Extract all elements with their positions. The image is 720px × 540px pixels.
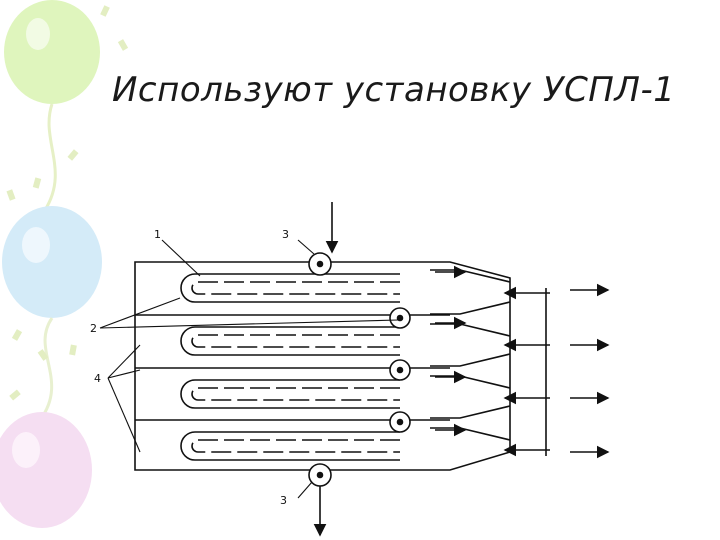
callout-3-top: 3	[282, 228, 289, 241]
balloon-pink-icon	[0, 412, 92, 528]
confetti-decoration	[6, 5, 129, 401]
coil-section-4	[180, 431, 400, 461]
coil-section-1	[180, 273, 400, 303]
coil-section-2	[180, 326, 400, 356]
callout-2: 2	[90, 322, 97, 335]
node-bottom	[308, 463, 332, 487]
node-middle-3	[389, 411, 411, 433]
callout-1: 1	[154, 228, 161, 241]
node-top	[308, 252, 332, 276]
slide-title: Используют установку УСПЛ-1	[112, 70, 676, 110]
balloon-green-icon	[4, 0, 100, 211]
node-middle-2	[389, 359, 411, 381]
coil-section-3	[180, 379, 400, 409]
leader-lines	[99, 239, 399, 499]
balloon-blue-icon	[2, 206, 102, 421]
callout-3-bottom: 3	[280, 494, 287, 507]
right-manifold	[430, 269, 547, 456]
node-middle-1	[389, 307, 411, 329]
balloon-decoration	[0, 0, 129, 528]
uspl-1-diagram: 1 2 3 3 4	[90, 202, 610, 537]
callout-4: 4	[94, 372, 101, 385]
flow-arrows	[435, 265, 610, 459]
